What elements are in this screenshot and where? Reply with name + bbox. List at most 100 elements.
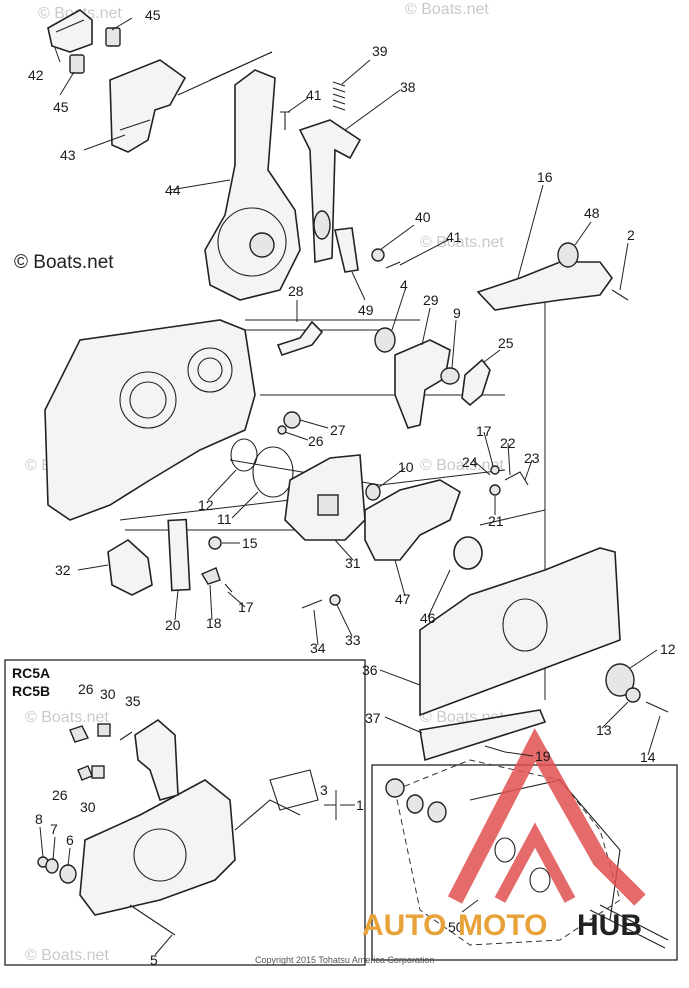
part-4-bushing	[374, 327, 396, 353]
callout-10: 10	[398, 459, 414, 475]
callout-2: 2	[627, 227, 635, 243]
callout-41: 41	[306, 87, 322, 103]
part-32-guard	[107, 539, 153, 596]
part-46-switch	[453, 536, 483, 570]
control-handle	[134, 718, 179, 801]
callout-15: 15	[242, 535, 258, 551]
part-27-washer	[283, 411, 301, 429]
part-11-ring	[252, 446, 294, 498]
callout-46: 46	[420, 610, 436, 626]
watermark: © Boats.net	[405, 1, 489, 18]
callout-26: 26	[308, 433, 324, 449]
callout-37: 37	[365, 710, 381, 726]
callout-43: 43	[60, 147, 76, 163]
part-1-control-box	[79, 779, 236, 916]
callout-26: 26	[52, 787, 68, 803]
watermark: © Boats.net	[420, 457, 504, 474]
callout-41: 41	[446, 229, 462, 245]
brand-logo	[447, 728, 646, 906]
callout-5: 5	[150, 952, 158, 968]
part-20-strip	[167, 518, 191, 592]
callout-42: 42	[28, 67, 44, 83]
callout-19: 19	[535, 748, 551, 764]
part-22-spring	[504, 471, 529, 486]
part-41-screw	[280, 111, 290, 130]
callouts: 45 42 45 43 44 39 38 41 40 41 16 48 2 28…	[28, 7, 676, 968]
callout-9: 9	[453, 305, 461, 321]
callout-45: 45	[53, 99, 69, 115]
callout-33: 33	[345, 632, 361, 648]
callout-4: 4	[400, 277, 408, 293]
main-housing	[44, 319, 256, 521]
inset-label-rc5b: RC5B	[12, 683, 50, 699]
leader-lines	[39, 17, 661, 956]
brand-triangle-inner	[494, 822, 576, 903]
callout-25: 25	[498, 335, 514, 351]
part-35-pin	[119, 731, 133, 741]
part-41-screw	[385, 261, 401, 269]
callout-31: 31	[345, 555, 361, 571]
callout-21: 21	[488, 513, 504, 529]
inset-label-rc5a: RC5A	[12, 665, 50, 681]
part-16-arm	[476, 261, 613, 311]
brand-wordmark: AUTO MOTO HUB	[362, 909, 642, 942]
brand-part-auto: AUTO	[362, 909, 446, 942]
part-26-pin	[277, 425, 287, 435]
part-3-switch	[269, 769, 319, 811]
part-34-bolt	[301, 599, 323, 609]
callout-48: 48	[584, 205, 600, 221]
part-42-clip	[47, 9, 93, 53]
part-7-washer	[45, 858, 59, 874]
callout-11: 11	[217, 511, 232, 527]
callout-7: 7	[50, 821, 58, 837]
callout-6: 6	[66, 832, 74, 848]
brand-triangle	[447, 728, 646, 906]
part-2-screw	[611, 289, 629, 301]
callout-30: 30	[80, 799, 96, 815]
callout-39: 39	[372, 43, 388, 59]
part-31-plate	[284, 454, 366, 541]
part-15-ball	[208, 536, 222, 550]
part-28-shaft	[276, 320, 324, 356]
part-45-pad	[105, 27, 121, 47]
part-26-pin	[77, 765, 93, 781]
part-10-bushing	[365, 483, 381, 501]
part-48-bushing	[557, 242, 579, 268]
callout-18: 18	[206, 615, 222, 631]
part-18-stopper	[200, 567, 221, 585]
part-49-link	[334, 227, 359, 273]
part-9-washer	[440, 367, 460, 385]
callout-13: 13	[596, 722, 612, 738]
part-25-lever	[461, 358, 491, 407]
callout-24: 24	[462, 454, 478, 470]
part-30-pad	[97, 723, 111, 737]
inset-box-rc5: RC5A RC5B	[4, 659, 366, 966]
part-12-ring	[605, 663, 635, 697]
callout-14: 14	[640, 749, 656, 765]
callout-35: 35	[125, 693, 141, 709]
callout-40: 40	[415, 209, 431, 225]
wire-harness	[234, 799, 301, 831]
part-19-screw	[484, 745, 506, 753]
part-17-screw	[490, 465, 500, 475]
callout-12: 12	[660, 641, 676, 657]
part-50-bolt	[589, 904, 669, 949]
callout-36: 36	[362, 662, 378, 678]
callout-26: 26	[78, 681, 94, 697]
part-13-washer	[625, 687, 641, 703]
part-40-washer	[371, 248, 385, 262]
callout-22: 22	[500, 435, 516, 451]
part-43-cover	[109, 59, 187, 153]
callout-30: 30	[100, 686, 116, 702]
callout-34: 34	[310, 640, 326, 656]
part-47-link	[364, 479, 461, 561]
callout-12: 12	[198, 497, 214, 513]
brand-part-hub: HUB	[577, 909, 642, 942]
boats-caption: © Boats.net	[14, 252, 114, 273]
callout-20: 20	[165, 617, 181, 633]
callout-29: 29	[423, 292, 439, 308]
watermark: © Boats.net	[25, 947, 109, 964]
callout-17: 17	[238, 599, 254, 615]
brand-part-moto: MOTO	[458, 909, 547, 942]
